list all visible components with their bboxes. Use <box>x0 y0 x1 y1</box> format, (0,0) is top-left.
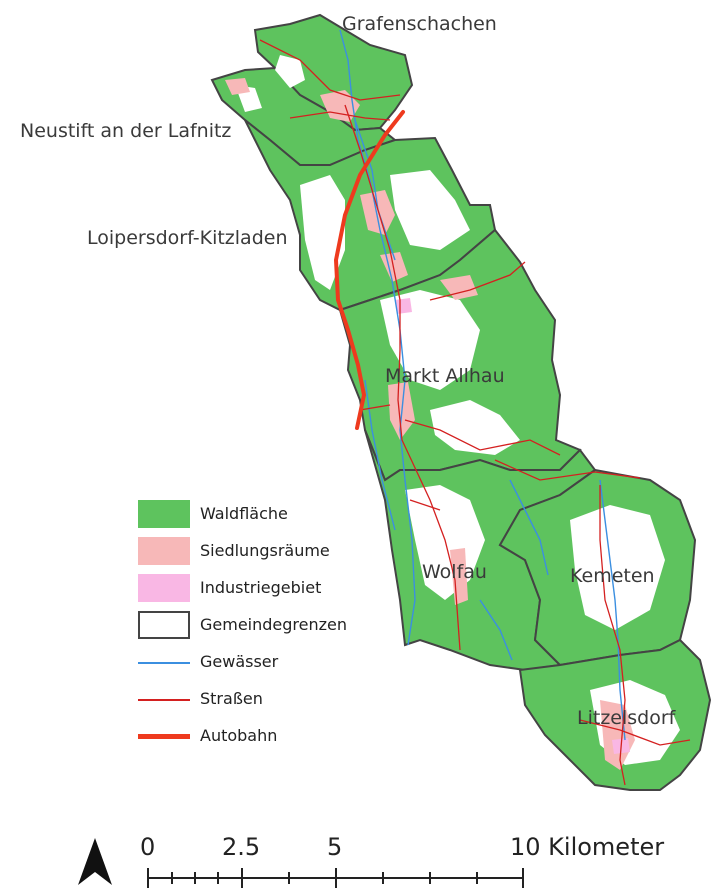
legend-item-water: Gewässer <box>138 648 398 678</box>
legend-swatch-industry <box>138 574 190 602</box>
legend-item-roads: Straßen <box>138 685 398 715</box>
legend-label: Siedlungsräume <box>200 541 330 560</box>
scale-bar: 0 2.5 5 10 Kilometer <box>140 833 664 888</box>
label-loipersdorf: Loipersdorf-Kitzladen <box>87 227 288 249</box>
scale-tick-5: 5 <box>327 833 342 861</box>
legend-item-borders: Gemeindegrenzen <box>138 611 398 641</box>
motorway-line <box>333 110 405 430</box>
legend-label: Autobahn <box>200 726 278 745</box>
road-lines <box>259 39 691 786</box>
open-land-patches <box>235 55 680 765</box>
water-lines <box>339 29 626 741</box>
north-arrow-icon <box>78 838 112 885</box>
legend-label: Gemeindegrenzen <box>200 615 348 634</box>
legend-item-settlement: Siedlungsräume <box>138 537 398 567</box>
label-markt-allhau: Markt Allhau <box>385 365 505 387</box>
legend-swatch-motorway <box>138 734 190 739</box>
legend-swatch-roads <box>138 699 190 701</box>
legend-swatch-forest <box>138 500 190 528</box>
label-kemeten: Kemeten <box>570 565 655 587</box>
legend-label: Industriegebiet <box>200 578 322 597</box>
legend-label: Waldfläche <box>200 504 288 523</box>
label-litzelsdorf: Litzelsdorf <box>577 707 677 729</box>
place-labels: Grafenschachen Neustift an der Lafnitz L… <box>20 13 677 729</box>
legend-item-forest: Waldfläche <box>138 500 398 530</box>
scale-tick-0: 0 <box>140 833 155 861</box>
legend-swatch-borders <box>138 611 190 639</box>
legend-item-motorway: Autobahn <box>138 722 398 752</box>
label-wolfau: Wolfau <box>422 561 487 583</box>
scale-tick-2-5: 2.5 <box>222 833 260 861</box>
legend-swatch-settlement <box>138 537 190 565</box>
scale-tick-10-km: 10 Kilometer <box>510 833 664 861</box>
label-grafenschachen: Grafenschachen <box>342 13 497 35</box>
legend-label: Gewässer <box>200 652 279 671</box>
label-neustift: Neustift an der Lafnitz <box>20 120 231 142</box>
legend-swatch-water <box>138 662 190 664</box>
legend-item-industry: Industriegebiet <box>138 574 398 604</box>
legend-label: Straßen <box>200 689 263 708</box>
